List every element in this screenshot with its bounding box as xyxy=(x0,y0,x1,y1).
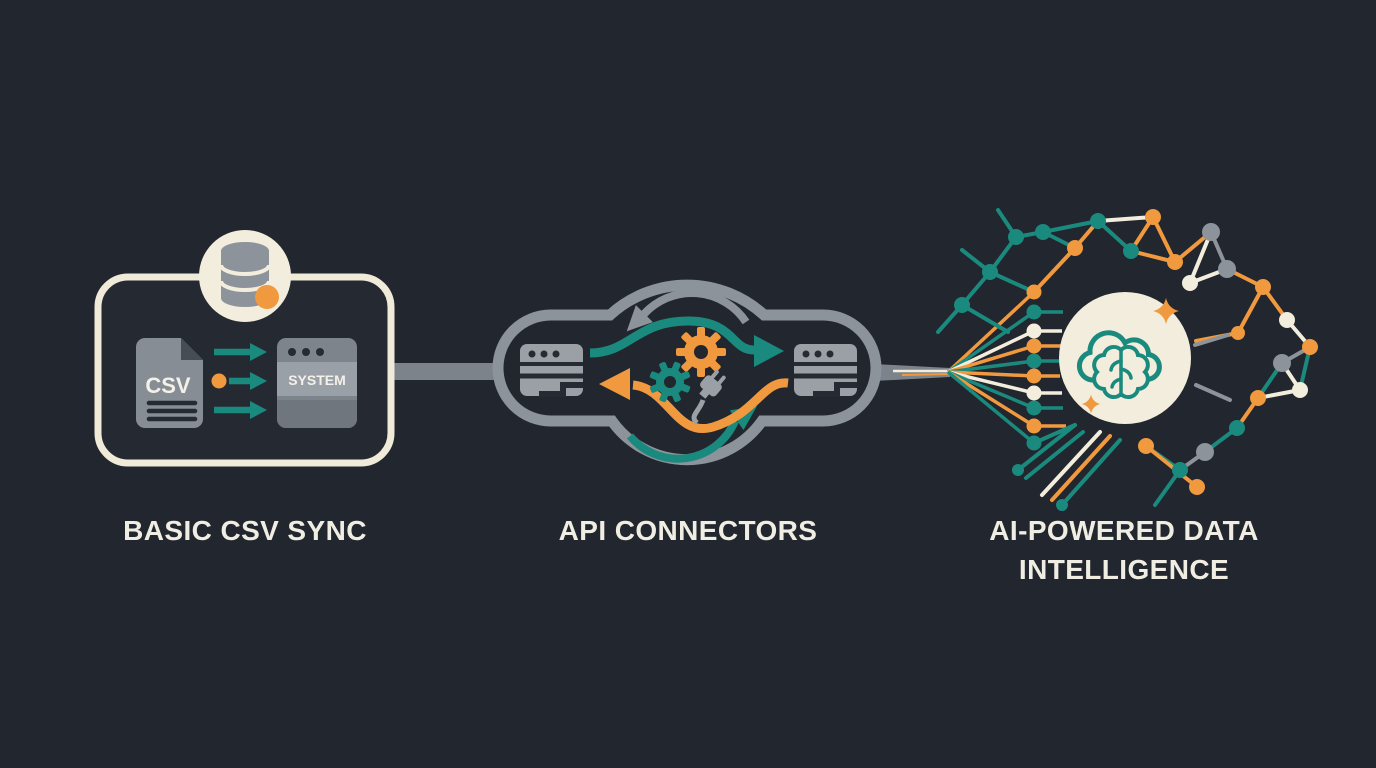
system-window-icon: SYSTEM xyxy=(277,338,357,428)
mesh-nodes xyxy=(954,209,1318,511)
api-connectors-hub xyxy=(492,279,882,466)
database-icon xyxy=(199,230,291,322)
stage-label-basic-csv-sync: BASIC CSV SYNC xyxy=(123,515,367,546)
fan-lines xyxy=(946,290,1066,445)
gear-icon-orange xyxy=(676,327,726,377)
csv-sync-panel: CSV SYSTEM xyxy=(94,230,395,467)
api-window-icon-right xyxy=(794,344,857,397)
sync-arrow-icons xyxy=(211,343,267,419)
cycle-arrow-icon-top xyxy=(626,288,750,332)
response-arrow-icon xyxy=(599,368,789,434)
plug-icon xyxy=(691,369,726,425)
sparkle-icon xyxy=(1153,298,1179,324)
csv-file-label: CSV xyxy=(145,373,191,398)
cloud-brain-icon xyxy=(1059,292,1191,424)
hub-outline xyxy=(492,279,882,466)
request-arrow-icon xyxy=(589,316,784,367)
ai-brain-network xyxy=(936,208,1318,511)
api-window-icon-left xyxy=(520,344,583,397)
stage-label-ai-powered-data-intelligence: AI-POWERED DATA INTELLIGENCE xyxy=(989,515,1259,585)
csv-file-icon: CSV xyxy=(136,338,203,428)
connector-bars xyxy=(389,363,952,381)
system-window-label: SYSTEM xyxy=(288,372,346,388)
stage-label-api-connectors: API CONNECTORS xyxy=(558,515,818,546)
gear-icon-teal xyxy=(649,361,691,403)
sparkle-icon-small xyxy=(1081,394,1101,414)
